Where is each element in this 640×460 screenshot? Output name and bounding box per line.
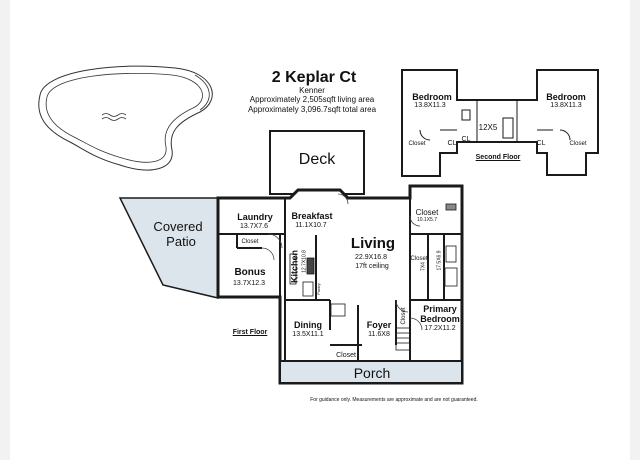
closet-right-label: Closet: [415, 208, 439, 217]
closet-foyer-label: Closet: [401, 307, 407, 325]
closet-2f-right-label: Closet: [569, 141, 587, 147]
living-dims: 22.9X16.8: [355, 254, 387, 261]
left-margin: [0, 0, 10, 460]
closet-bonus-label: Closet: [241, 239, 259, 245]
address-title: 2 Keplar Ct: [271, 69, 357, 86]
dining-dims: 13.5X11.1: [292, 331, 324, 338]
total-area-label: Approximately 3,096.7sqft total area: [247, 105, 377, 114]
primary-bedroom-label-1: Primary: [423, 304, 457, 314]
appliance-fridge: [302, 281, 314, 297]
closet-2f-left-label: Closet: [408, 141, 426, 147]
covered-patio-label-1: Covered: [153, 219, 203, 234]
pool-water-icon: [101, 113, 127, 121]
deck-area: [269, 130, 365, 195]
porch-label: Porch: [353, 365, 391, 381]
fixture-2f-toilet: [461, 109, 471, 121]
laundry-label: Laundry: [237, 212, 273, 222]
living-label: Living: [350, 235, 396, 252]
bedroom-left-label: Bedroom: [412, 92, 452, 102]
pool-step-arc: [194, 74, 210, 111]
closet-right-dims: 10.1X5.7: [416, 217, 438, 223]
living-area-label: Approximately 2,505sqft living area: [249, 95, 375, 104]
porch-area: [279, 360, 463, 384]
cl-2f-3: CL: [536, 140, 546, 147]
disclaimer: For guidance only. Measurements are appr…: [310, 397, 478, 403]
foyer-label: Foyer: [366, 320, 392, 330]
breakfast-dims: 11.1X10.7: [295, 222, 327, 229]
fixture-vanity: [444, 267, 458, 287]
breakfast-label: Breakfast: [291, 211, 333, 221]
door-swing-2f-right: [559, 129, 571, 141]
door-swing-closet: [409, 215, 421, 227]
cl-2f-2: CL: [461, 136, 471, 143]
bonus-label: Bonus: [234, 267, 266, 278]
kitchen-label: Kitchen: [289, 250, 300, 284]
living-note: 17ft ceiling: [355, 263, 389, 270]
fixture-closet-shelf: [445, 203, 457, 211]
foyer-dims: 11.6X8: [368, 331, 390, 338]
second-floor-label: Second Floor: [475, 154, 521, 161]
door-swing-2f-left: [419, 129, 431, 141]
laundry-dims: 13.7X7.6: [239, 223, 269, 230]
pool-inner-outline: [45, 72, 203, 163]
bedroom-right-label: Bedroom: [546, 92, 586, 102]
door-swing-deck: [337, 193, 349, 205]
pantry-label: Pantry: [316, 283, 321, 295]
door-swing-laundry: [267, 233, 283, 249]
bath-2f-label: 12X5: [478, 123, 498, 132]
bedroom-right-dims: 13.8X11.3: [550, 102, 582, 109]
pool-outline: [38, 65, 213, 171]
fixture-2f-tub: [502, 117, 514, 139]
closet-7x4-label: Closet: [410, 256, 428, 262]
primary-bedroom-label-2: Bedroom: [420, 314, 460, 324]
fixture-bath-sink: [330, 303, 346, 317]
bath-dims: 17.5X6.9: [436, 250, 443, 271]
door-swing-foyer: [395, 299, 409, 313]
dining-label: Dining: [294, 320, 322, 330]
right-margin: [630, 0, 640, 460]
appliance-stove: [306, 257, 315, 275]
door-swing-bonus: [261, 247, 275, 261]
city-label: Kenner: [299, 86, 325, 95]
kitchen-dims: 12.7X10.8: [301, 250, 308, 273]
closet-7x4-dims: 7X4: [420, 262, 427, 271]
second-floor-wall: [401, 69, 599, 177]
first-floor-label: First Floor: [232, 329, 268, 336]
bonus-dims: 13.7X12.3: [233, 280, 265, 287]
covered-patio-label-2: Patio: [166, 234, 196, 249]
appliance-washer: [289, 253, 297, 285]
closet-small-label: Closet: [336, 352, 356, 359]
primary-bedroom-dims: 17.2X11.2: [424, 325, 456, 332]
deck-label: Deck: [298, 151, 336, 168]
cl-2f-1: CL: [447, 140, 457, 147]
door-swing-primary: [409, 317, 423, 331]
fixture-tub: [445, 245, 457, 263]
bedroom-left-dims: 13.8X11.3: [414, 102, 446, 109]
stairs: [395, 327, 411, 351]
